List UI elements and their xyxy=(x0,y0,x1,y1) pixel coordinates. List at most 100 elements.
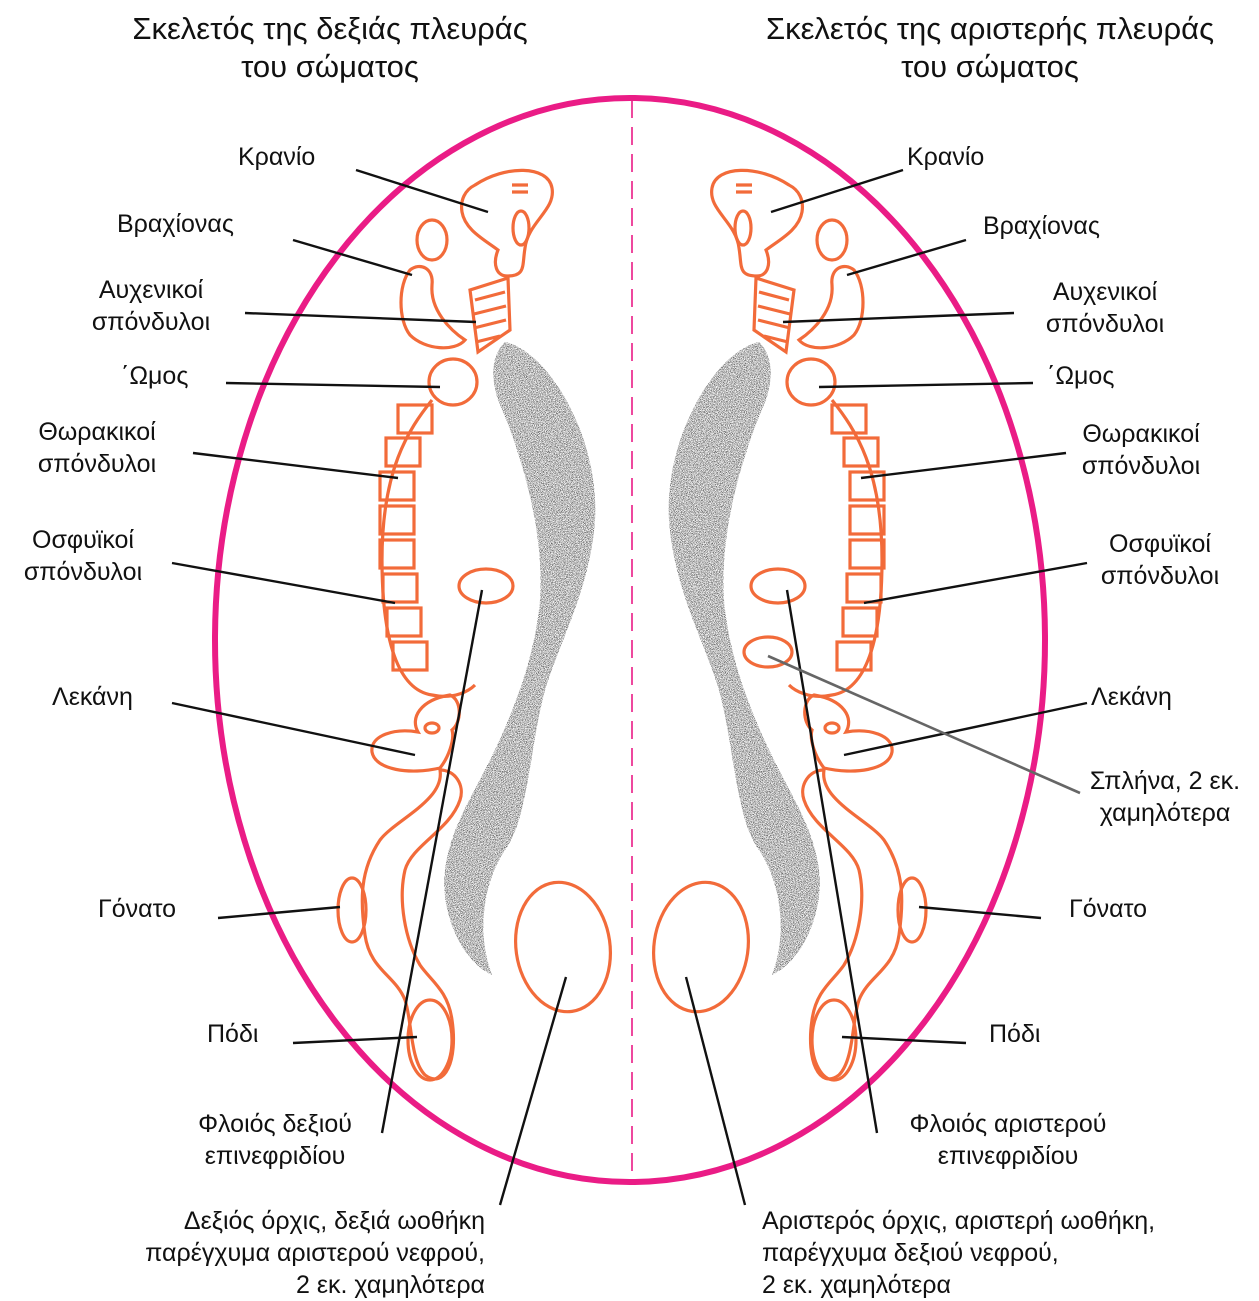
arm-upper-node xyxy=(817,220,847,260)
label-lumbar-right: Οσφυϊκοί σπόνδυλοι xyxy=(1085,528,1235,592)
label-lumbar-right-line2: σπόνδυλοι xyxy=(1085,560,1235,592)
label-spleen: Σπλήνα, 2 εκ. χαμηλότερα xyxy=(1080,765,1250,829)
skull-orbit xyxy=(513,211,529,245)
shoulder-joint xyxy=(787,359,835,405)
label-skull-left: Κρανίο xyxy=(238,141,315,173)
label-cervical-right-line2: σπόνδυλοι xyxy=(1030,308,1180,340)
skull-shape xyxy=(712,170,803,276)
label-gonad-left-col-line1: Δεξιός όρχις, δεξιά ωοθήκη xyxy=(80,1205,485,1237)
label-thoracic-right-line2: σπόνδυλοι xyxy=(1066,450,1216,482)
label-arm-right: Βραχίονας xyxy=(983,210,1100,242)
leg-shape xyxy=(362,770,461,1079)
label-knee-left: Γόνατο xyxy=(98,893,176,925)
leader-arm xyxy=(293,240,412,275)
label-spleen-line1: Σπλήνα, 2 εκ. xyxy=(1080,765,1250,797)
label-shoulder-left: ΄Ωμος xyxy=(121,360,188,392)
skull-eye-mark xyxy=(512,185,528,192)
foot-shape xyxy=(408,1000,452,1080)
label-foot-left: Πόδι xyxy=(207,1018,258,1050)
pelvis-shape xyxy=(372,695,459,771)
label-adrenal-left-col-line2: επινεφριδίου xyxy=(170,1140,380,1172)
title-left-side-line1: Σκελετός της αριστερής πλευράς xyxy=(725,10,1255,48)
label-foot-right: Πόδι xyxy=(989,1018,1040,1050)
leader-knee xyxy=(218,907,340,918)
leader-knee xyxy=(919,907,1041,918)
label-gonad-left-col-line3: 2 εκ. χαμηλότερα xyxy=(80,1269,485,1301)
leader-pelvis xyxy=(844,703,1087,755)
arm-upper-node xyxy=(417,220,447,260)
label-arm-left: Βραχίονας xyxy=(117,208,234,240)
label-thoracic-left: Θωρακικοί σπόνδυλοι xyxy=(22,416,172,480)
body-outline-ellipse xyxy=(215,98,1045,1182)
arm-shape xyxy=(401,266,465,347)
title-right-side: Σκελετός της δεξιάς πλευράς του σώματος xyxy=(60,10,600,86)
title-left-side: Σκελετός της αριστερής πλευράς του σώματ… xyxy=(725,10,1255,86)
label-gonad-right-col-line3: 2 εκ. χαμηλότερα xyxy=(762,1269,1155,1301)
gonad-left xyxy=(645,876,756,1018)
leader-lumbar xyxy=(864,563,1087,603)
leader-thoracic xyxy=(861,453,1066,478)
label-adrenal-left-col-line1: Φλοιός δεξιού xyxy=(170,1108,380,1140)
adrenal-left xyxy=(751,569,805,603)
cervical-vertebrae xyxy=(470,278,510,352)
label-adrenal-right-col-line2: επινεφριδίου xyxy=(888,1140,1128,1172)
stippled-band-right xyxy=(444,342,595,975)
label-cervical-left-line2: σπόνδυλοι xyxy=(76,306,226,338)
label-cervical-left-line1: Αυχενικοί xyxy=(76,274,226,306)
label-thoracic-right: Θωρακικοί σπόνδυλοι xyxy=(1066,418,1216,482)
label-shoulder-right: ΄Ωμος xyxy=(1047,360,1114,392)
label-adrenal-right-col: Φλοιός αριστερού επινεφριδίου xyxy=(888,1108,1128,1172)
pelvis-shape xyxy=(805,695,892,771)
label-cervical-right: Αυχενικοί σπόνδυλοι xyxy=(1030,276,1180,340)
label-pelvis-left: Λεκάνη xyxy=(52,681,133,713)
leg-shape xyxy=(803,770,902,1079)
label-adrenal-left-col: Φλοιός δεξιού επινεφριδίου xyxy=(170,1108,380,1172)
adrenal-right xyxy=(459,569,513,603)
leader-thoracic xyxy=(193,453,398,478)
title-right-side-line1: Σκελετός της δεξιάς πλευράς xyxy=(60,10,600,48)
leader-arm xyxy=(847,240,966,275)
vertebra-stack xyxy=(380,405,432,670)
title-right-side-line2: του σώματος xyxy=(60,48,600,86)
label-skull-right: Κρανίο xyxy=(907,141,984,173)
label-adrenal-right-col-line1: Φλοιός αριστερού xyxy=(888,1108,1128,1140)
arm-shape xyxy=(799,266,863,347)
leader-skull xyxy=(771,170,903,212)
label-thoracic-left-line2: σπόνδυλοι xyxy=(22,448,172,480)
vertebra-stack xyxy=(832,405,884,670)
left-side-skeleton xyxy=(645,170,926,1080)
label-pelvis-right: Λεκάνη xyxy=(1091,681,1172,713)
label-lumbar-left-line1: Οσφυϊκοί xyxy=(8,524,158,556)
label-spleen-line2: χαμηλότερα xyxy=(1080,797,1250,829)
label-thoracic-left-line1: Θωρακικοί xyxy=(22,416,172,448)
label-cervical-left: Αυχενικοί σπόνδυλοι xyxy=(76,274,226,338)
label-knee-right: Γόνατο xyxy=(1069,893,1147,925)
label-thoracic-right-line1: Θωρακικοί xyxy=(1066,418,1216,450)
label-gonad-right-col: Αριστερός όρχις, αριστερή ωοθήκη, παρέγχ… xyxy=(762,1205,1155,1301)
gonad-right xyxy=(507,876,618,1018)
foot-shape xyxy=(812,1000,856,1080)
skull-orbit xyxy=(735,211,751,245)
label-gonad-right-col-line1: Αριστερός όρχις, αριστερή ωοθήκη, xyxy=(762,1205,1155,1237)
shoulder-joint xyxy=(429,359,477,405)
label-lumbar-left-line2: σπόνδυλοι xyxy=(8,556,158,588)
label-lumbar-right-line1: Οσφυϊκοί xyxy=(1085,528,1235,560)
pelvis-hole xyxy=(825,723,839,733)
leader-pelvis xyxy=(172,703,415,755)
stippled-band-left xyxy=(669,342,820,975)
label-gonad-right-col-line2: παρέγχυμα δεξιού νεφρού, xyxy=(762,1237,1155,1269)
leader-shoulder xyxy=(819,383,1033,387)
leader-shoulder xyxy=(226,383,440,387)
cervical-vertebrae xyxy=(754,278,794,352)
label-gonad-left-col-line2: παρέγχυμα αριστερού νεφρού, xyxy=(80,1237,485,1269)
leader-cervical xyxy=(783,313,1014,322)
skull-shape xyxy=(462,170,553,276)
label-gonad-left-col: Δεξιός όρχις, δεξιά ωοθήκη παρέγχυμα αρι… xyxy=(80,1205,485,1301)
label-cervical-right-line1: Αυχενικοί xyxy=(1030,276,1180,308)
leader-lumbar xyxy=(172,563,395,603)
skull-eye-mark xyxy=(736,185,752,192)
pelvis-hole xyxy=(425,723,439,733)
label-lumbar-left: Οσφυϊκοί σπόνδυλοι xyxy=(8,524,158,588)
